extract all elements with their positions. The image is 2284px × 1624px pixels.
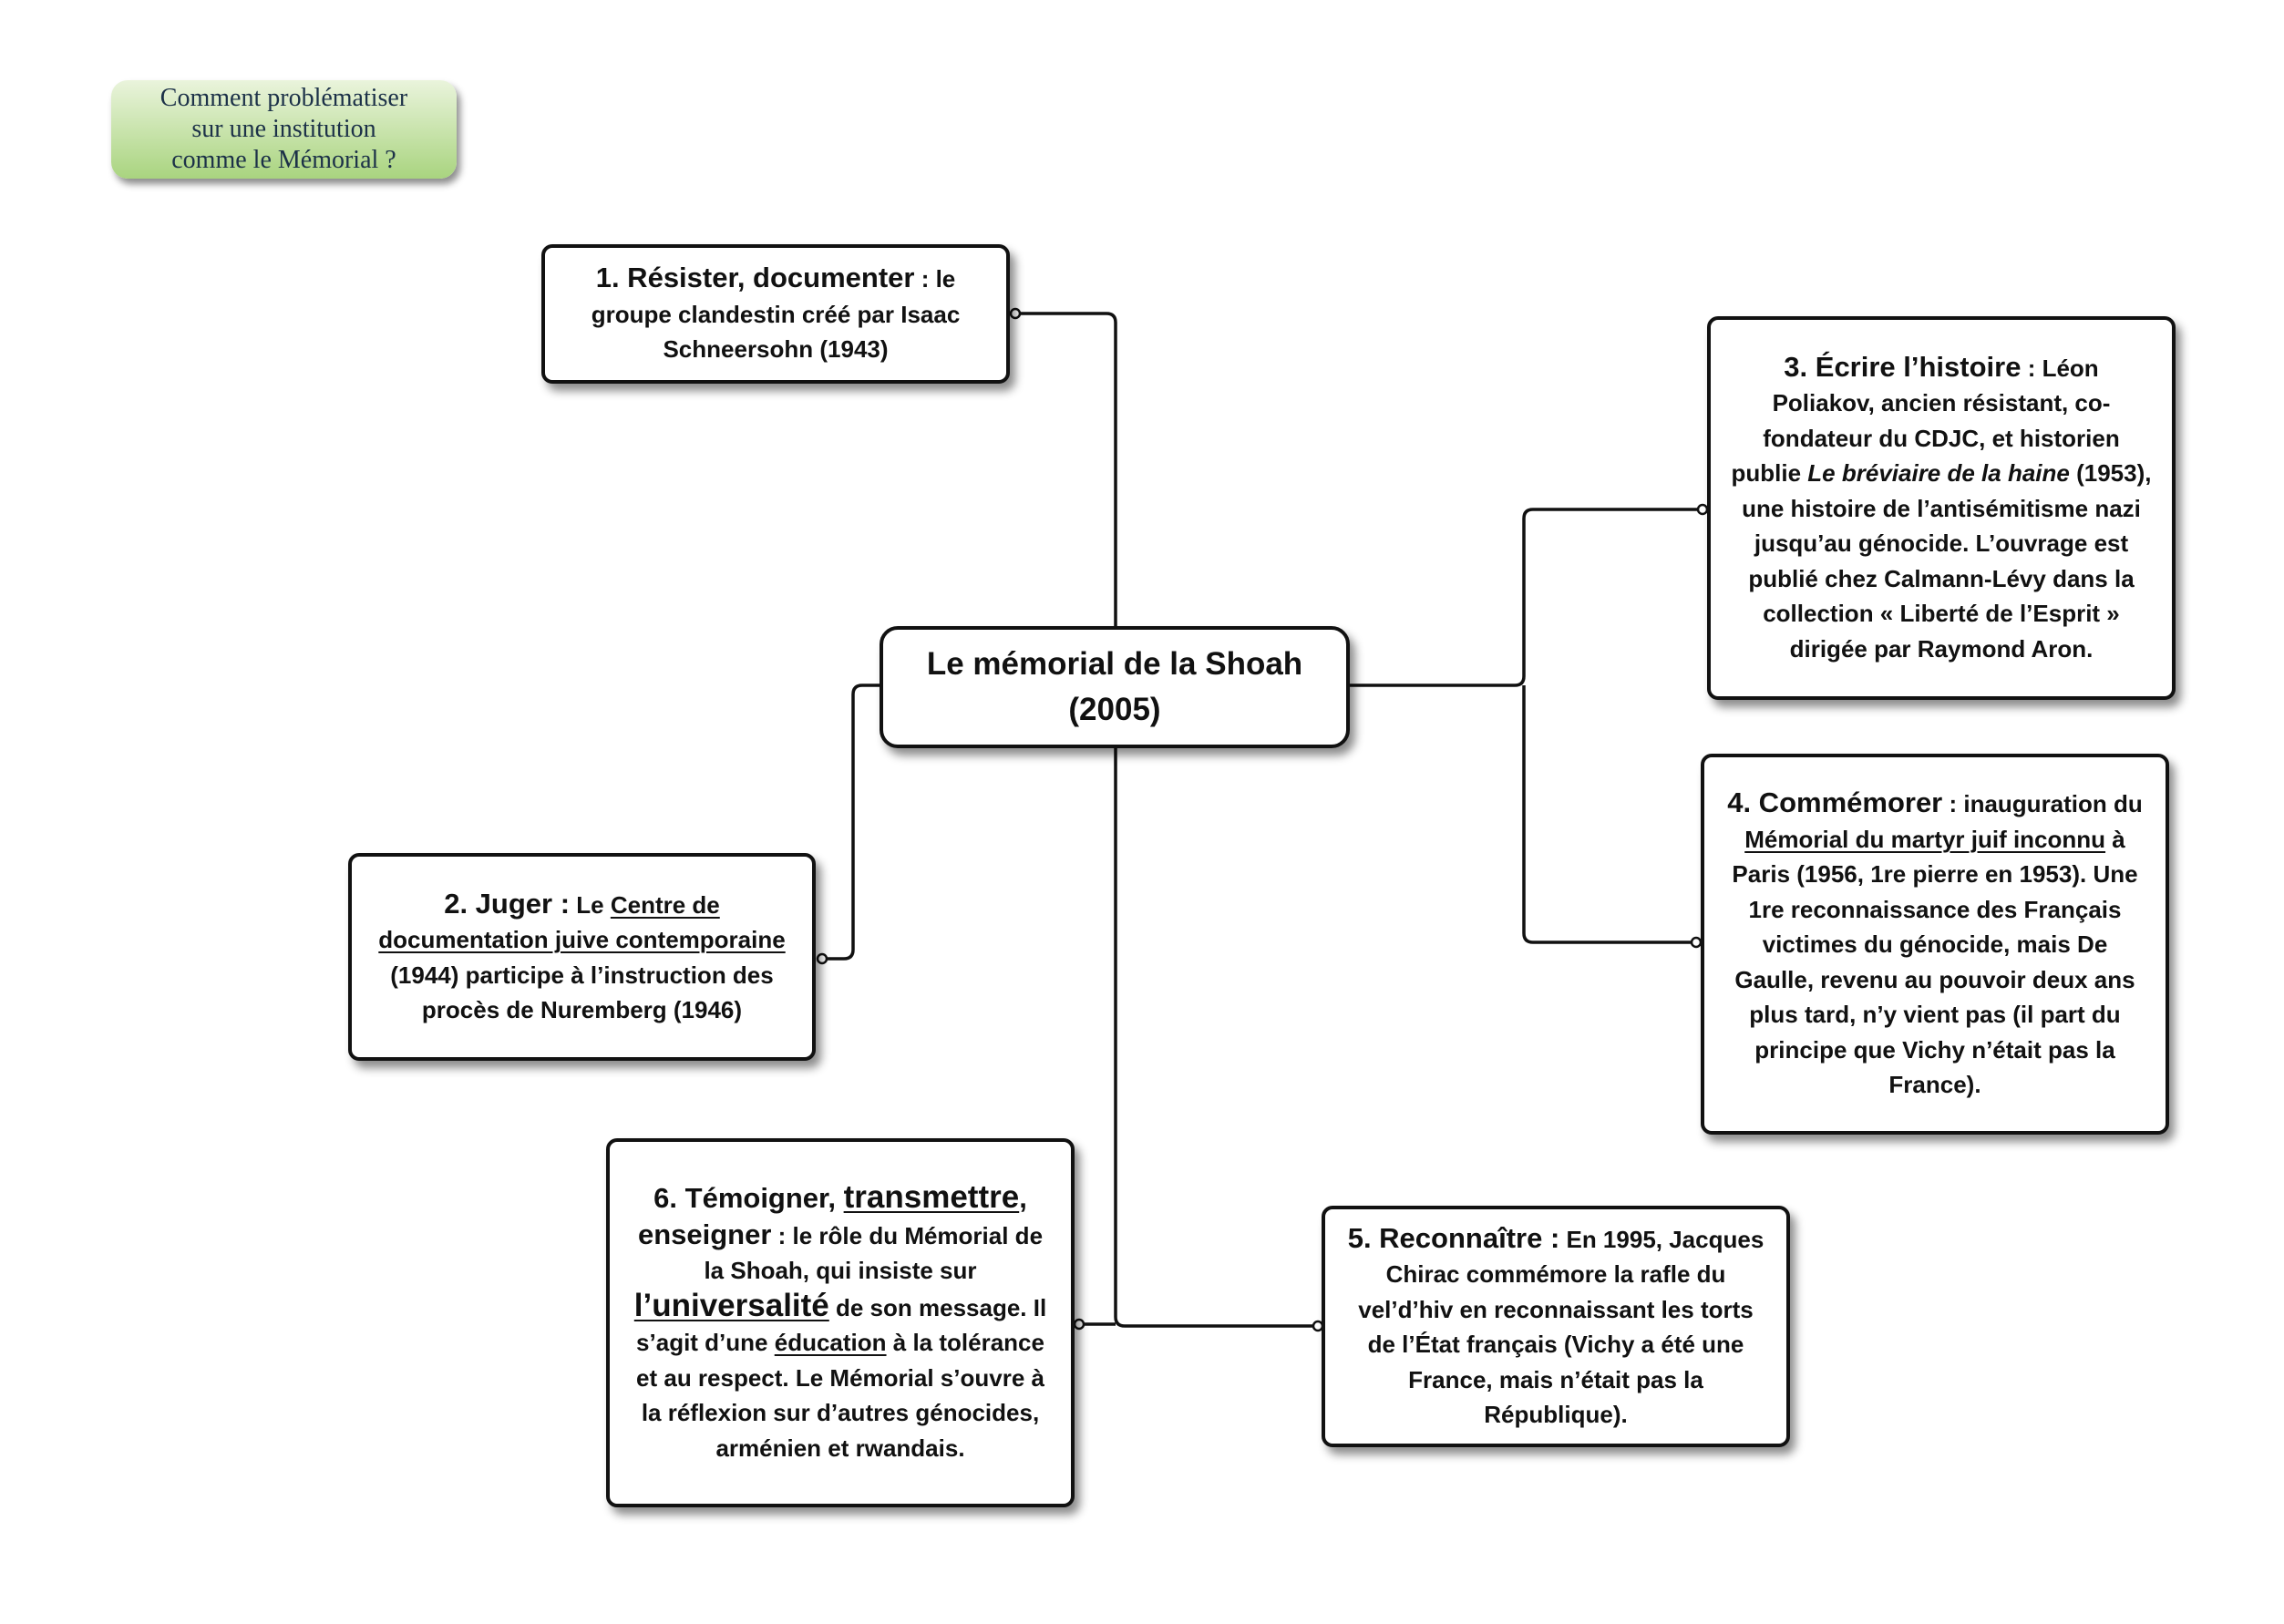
node-juger[interactable]: 2. Juger : Le Centre de documentation ju… — [348, 853, 816, 1061]
underlined-term: transmettre — [843, 1179, 1020, 1215]
node-text: : inauguration du — [1942, 790, 2143, 818]
central-topic-node[interactable]: Le mémorial de la Shoah (2005) — [880, 626, 1350, 748]
guiding-question-box: Comment problématiser sur une institutio… — [111, 80, 457, 179]
book-title: Le bréviaire de la haine — [1807, 459, 2070, 488]
underlined-term: éducation — [774, 1329, 887, 1356]
node-text: à la tolérance et au respect. Le Mémoria… — [636, 1329, 1044, 1462]
node-text: (1944) participe à l’instruction des pro… — [390, 961, 774, 1024]
node-heading: 3. Écrire l’histoire — [1784, 350, 2022, 383]
node-temoigner-transmettre[interactable]: 6. Témoigner, transmettre, enseigner : l… — [606, 1138, 1075, 1507]
node-heading: 5. Reconnaître : — [1347, 1221, 1560, 1254]
node-reconnaitre[interactable]: 5. Reconnaître : En 1995, Jacques Chirac… — [1322, 1206, 1790, 1447]
node-heading: 4. Commémorer — [1727, 786, 1943, 819]
central-year: (2005) — [1068, 692, 1161, 727]
node-text: En 1995, Jacques Chirac commémore la raf… — [1358, 1225, 1764, 1429]
node-heading: 6. Témoigner, — [653, 1182, 844, 1214]
link-center-to-b1 — [1013, 312, 1117, 626]
underlined-term: Centre de documentation juive contempora… — [378, 890, 786, 954]
link-center-to-b5 — [1114, 748, 1319, 1328]
node-text: Le — [570, 890, 611, 919]
node-text: : le groupe clandestin créé par Isaac Sc… — [591, 265, 961, 364]
node-text: : le rôle du Mémorial de la Shoah, qui i… — [704, 1221, 1044, 1285]
node-text: (1953), une histoire de l’antisémitisme … — [1742, 459, 2152, 663]
node-heading: 2. Juger : — [444, 887, 571, 920]
node-text: de son message. Il s’agit d’une — [636, 1293, 1047, 1357]
link-center-to-b2 — [820, 684, 880, 961]
node-heading: , enseigner — [637, 1182, 1027, 1250]
question-line: Comment problématiser — [159, 84, 408, 112]
underlined-term: l’universalité — [633, 1287, 829, 1323]
link-center-to-b3 — [1350, 508, 1703, 687]
node-ecrire-histoire[interactable]: 3. Écrire l’histoire : Léon Poliakov, an… — [1707, 316, 2176, 700]
node-heading: 1. Résister, documenter — [595, 262, 915, 294]
node-resister-documenter[interactable]: 1. Résister, documenter : le groupe clan… — [541, 244, 1010, 384]
underlined-term: Mémorial du martyr juif inconnu — [1744, 825, 2106, 853]
node-commemorer[interactable]: 4. Commémorer : inauguration du Mémorial… — [1701, 754, 2169, 1135]
link-center-to-b4 — [1522, 685, 1697, 944]
question-line: comme le Mémorial ? — [171, 146, 396, 174]
node-text: à Paris (1956, 1re pierre en 1953). Une … — [1732, 825, 2138, 1099]
node-text: : Léon Poliakov, ancien résistant, co-fo… — [1731, 354, 2120, 488]
central-title: Le mémorial de la Shoah — [926, 646, 1303, 682]
question-line: sur une institution — [191, 115, 376, 143]
